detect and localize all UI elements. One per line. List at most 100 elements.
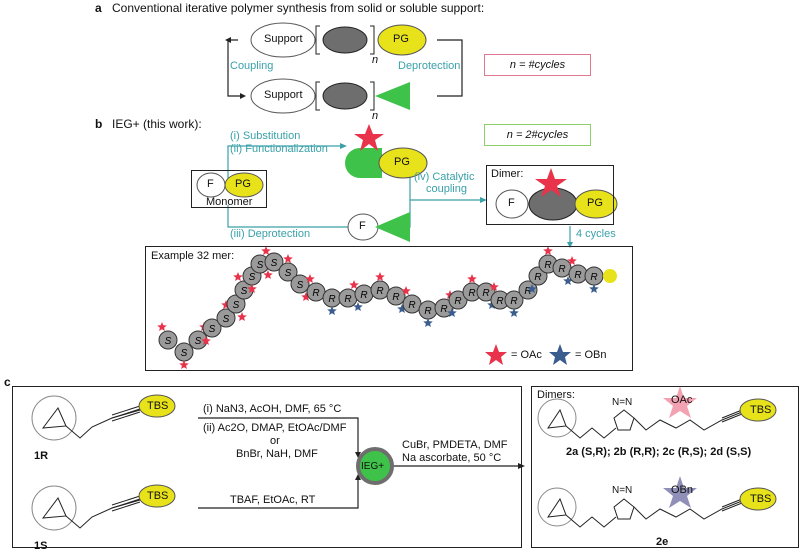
support-bottom-label: Support [264,89,303,101]
support-bottom-ellipse [250,78,316,114]
pg-top [377,24,427,56]
legend-obn-label: = OBn [575,349,607,361]
oac-label: OAc [671,394,693,406]
cond-or-label: or [270,435,280,447]
chain-bead-label: R [468,288,475,299]
chain-end-pg [603,269,617,283]
chain-star [305,274,315,283]
dimer-label: Dimer: [491,168,524,180]
chain-star [489,282,499,291]
tbs-1r: TBS [147,400,169,412]
chain-bead-label: R [482,288,489,299]
chain-bead-label: S [181,348,188,359]
panel-a-letter: a [95,1,102,15]
chain-bead-label: S [285,268,292,279]
dimer-pg-label: PG [587,197,603,209]
chain-bead [158,330,178,350]
chain-star [567,256,577,265]
chain-bead-label: R [328,294,335,305]
chain-bead-label: S [223,314,230,325]
chain-bead-label: S [297,280,304,291]
chain-star [353,302,363,311]
chain-star [157,322,167,331]
dimer-obn-star [663,476,697,508]
panel-a-cycle-arrows [227,39,463,97]
n-box: n = 2#cycles [484,124,591,146]
panel-c-left-box [12,386,522,548]
monomer-label: Monomer [206,196,253,208]
panel-a-title: Conventional iterative polymer synthesis… [112,1,485,15]
chain-bead-label: S [241,286,248,297]
chain-bead-label: R [440,304,447,315]
r1-label: 1R [34,450,49,462]
chain-bead-label: S [249,272,256,283]
epoxide-1r-circle [31,395,77,441]
monomer-f-label: F [207,178,214,190]
chain-star [349,280,359,289]
chain-bead [278,262,298,282]
chain-star [221,300,231,309]
deprotection-label: Deprotection [398,60,461,72]
dimer-box [486,165,614,225]
legend-obn-star [549,344,571,365]
monomer-pg-ellipse [224,172,264,198]
dimers-line: 2a (S,R); 2b (R,R); 2c (R,S); 2d (S,S) [566,446,752,458]
monomer-pg-label: PG [235,178,251,190]
dimer-epoxide-2 [537,487,577,527]
chain-bead-label: R [312,288,319,299]
step1-label: (i) Substitution [230,130,301,142]
chain-bead-label: S [271,258,278,269]
support-top-label: Support [264,33,303,45]
chain-star [527,284,537,293]
bottom-f-label: F [359,220,366,232]
top-pg-label: PG [394,156,410,168]
green-half-top [345,148,382,178]
cond3-label: BnBr, NaH, DMF [236,448,318,460]
pg-top-b [378,147,428,179]
chain-bead-label: S [165,336,172,347]
coup2-label: Na ascorbate, 50 °C [402,452,502,464]
panel-c-right-box [531,386,799,548]
cycles-label: 4 cycles [576,228,616,240]
chain-bead-label: R [360,290,367,301]
chain-star [543,246,553,255]
support-top-ellipse [250,22,316,58]
chain-star [401,286,411,295]
chain-bead [386,286,406,306]
panel-b-letter: b [95,117,103,131]
chain-bead-label: S [209,324,216,335]
chain-bead-label: R [344,294,351,305]
dimer-oac-star [663,386,697,418]
tbs-1s: TBS [147,490,169,502]
ieg-circle [356,447,394,485]
legend-oac-star [485,344,507,365]
dimer-f-ellipse [495,189,529,219]
chain-bead-label: R [408,300,415,311]
monomer-bottom [322,82,368,110]
chain-star [467,274,477,283]
chain-star [397,304,407,313]
dimers-label: Dimers: [537,389,575,401]
epoxide-1s-circle [31,485,77,531]
tbs-dimer-2: TBS [750,493,772,505]
chain-star [375,272,385,281]
dimer-pg-ellipse [574,189,618,219]
red-star-dimer [535,168,567,197]
e-label: 2e [656,536,669,548]
chain-star [563,276,573,285]
monomer-box [191,170,267,208]
chain-bead-label: R [510,296,517,307]
chain-bead [216,308,236,328]
step3-label: (iii) Deprotection [230,228,311,240]
chain-star [261,246,271,255]
chain-bead-label: S [257,260,264,271]
chain-star [237,312,247,321]
triazole-nn-1: N=N [612,397,633,408]
dimer-epoxide-1 [537,398,577,438]
chain-bead-label: R [424,306,431,317]
chain-bead [202,318,222,338]
coupling-label: Coupling [230,60,274,72]
red-star-top [354,124,384,151]
chain-bead-label: R [558,264,565,275]
